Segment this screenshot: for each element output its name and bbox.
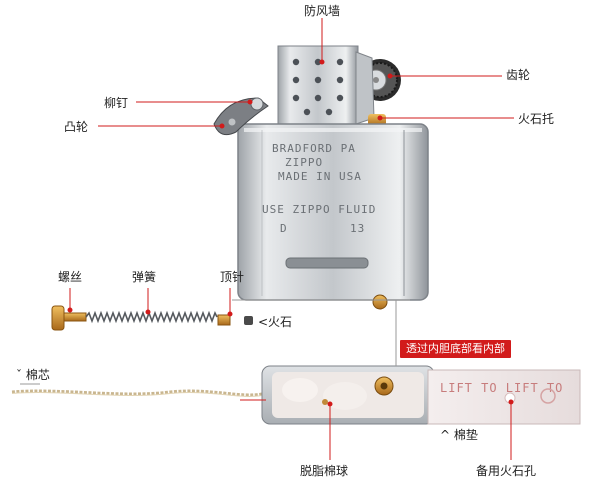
spring-part <box>85 310 218 324</box>
engraving-line2: ZIPPO <box>285 156 323 169</box>
engraving-line1: BRADFORD PA <box>272 142 356 155</box>
wick-part <box>11 389 263 397</box>
label-rivet: 柳钉 <box>104 96 129 110</box>
lighter-insert <box>237 45 429 310</box>
label-spare-flint-hole: 备用火石孔 <box>476 464 537 478</box>
cam-lever <box>213 97 269 136</box>
bottom-view <box>261 365 435 425</box>
engraving-line6: 13 <box>350 222 365 235</box>
top-pin-part <box>217 314 231 326</box>
label-flint: <火石 <box>258 315 293 329</box>
label-top-pin: 顶针 <box>220 270 245 284</box>
engraving-line5: D <box>280 222 288 235</box>
label-screw: 螺丝 <box>58 270 83 284</box>
callout-bottom-view: 透过内胆底部看内部 <box>400 340 511 358</box>
felt-pad: LIFT TO LIFT TO <box>427 369 581 425</box>
engraving-line4: USE ZIPPO FLUID <box>262 203 376 216</box>
label-spring: 弹簧 <box>132 270 157 284</box>
flint-part <box>244 316 253 325</box>
engraving-line3: MADE IN USA <box>278 170 362 183</box>
label-cotton-pad: ^ 棉垫 <box>440 428 478 442</box>
leader-lines <box>67 18 514 460</box>
felt-pad-text: LIFT TO LIFT TO <box>440 381 563 395</box>
label-cam: 凸轮 <box>64 120 89 134</box>
bottom-screw <box>372 294 388 310</box>
label-wick: ˇ 棉芯 <box>16 368 50 382</box>
guide-lines <box>20 299 410 385</box>
chimney-holes <box>292 58 344 116</box>
chimney <box>277 45 359 129</box>
label-flint-holder: 火石托 <box>518 112 555 126</box>
label-windproof-wall: 防风墙 <box>304 4 341 18</box>
label-gear: 齿轮 <box>506 68 531 82</box>
rivet <box>250 97 264 111</box>
label-cotton-balls: 脱脂棉球 <box>300 464 349 478</box>
insert-slot <box>285 257 369 269</box>
screw-part <box>51 305 65 331</box>
engraving: BRADFORD PA ZIPPO MADE IN USA USE ZIPPO … <box>262 142 376 235</box>
spring-assembly <box>51 305 253 331</box>
